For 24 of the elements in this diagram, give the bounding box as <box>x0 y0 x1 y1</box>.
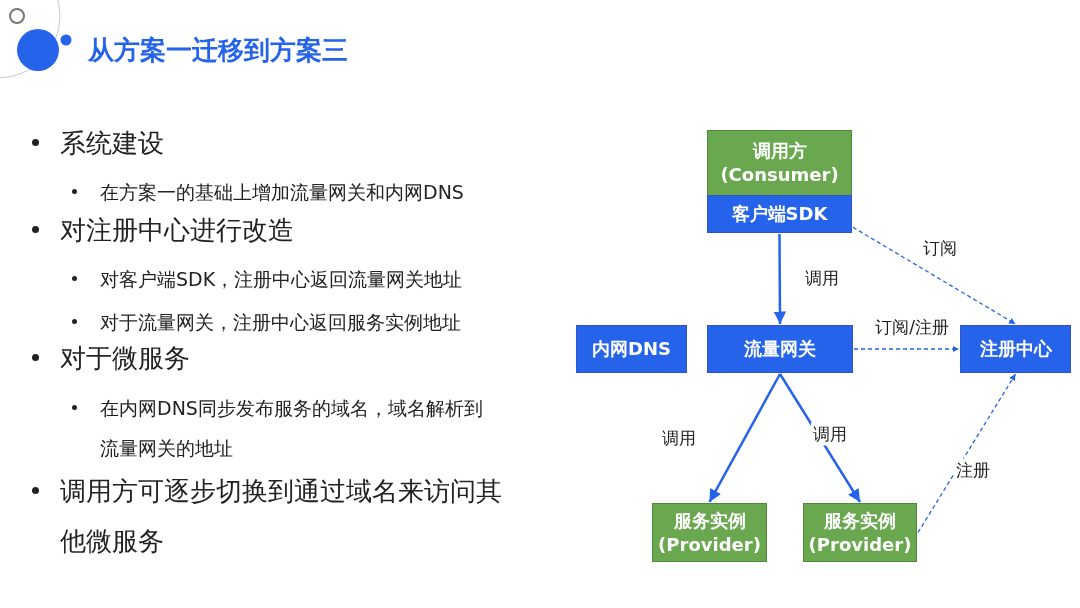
component-box: 内网DNS <box>576 325 687 373</box>
component-box: 流量网关 <box>707 325 853 373</box>
component-box: 注册中心 <box>960 325 1071 373</box>
bullet-text: 对于微服务 <box>60 342 191 375</box>
sub-bullet-text: 在内网DNS同步发布服务的域名，域名解析到流量网关的地址 <box>100 396 484 461</box>
sub-bullet-text: 在方案一的基础上增加流量网关和内网DNS <box>100 180 465 205</box>
bullet-text: 调用方可逐步切换到通过域名来访问其他微服务 <box>60 475 503 558</box>
dashed-arrow <box>853 345 960 353</box>
dashed-arrow <box>852 226 1017 325</box>
role-box: 调用方 (Consumer) <box>707 130 852 196</box>
arrow <box>708 373 782 503</box>
slide-title: 从方案一迁移到方案三 <box>88 34 348 67</box>
component-box: 客户端SDK <box>707 195 852 233</box>
sub-bullet-text: 对客户端SDK，注册中心返回流量网关地址 <box>100 267 464 292</box>
edge-label: 注册 <box>954 458 992 482</box>
dashed-arrow <box>917 373 1017 534</box>
bullet-text: 对注册中心进行改造 <box>60 214 295 247</box>
sub-bullet-text: 对于流量网关，注册中心返回服务实例地址 <box>100 310 462 335</box>
edge-label: 调用 <box>811 422 849 446</box>
bullet-text: 系统建设 <box>60 127 165 160</box>
role-box: 服务实例 (Provider) <box>652 503 767 562</box>
arrow <box>773 234 787 324</box>
role-box: 服务实例 (Provider) <box>803 503 917 562</box>
edge-label: 订阅/注册 <box>873 315 951 339</box>
